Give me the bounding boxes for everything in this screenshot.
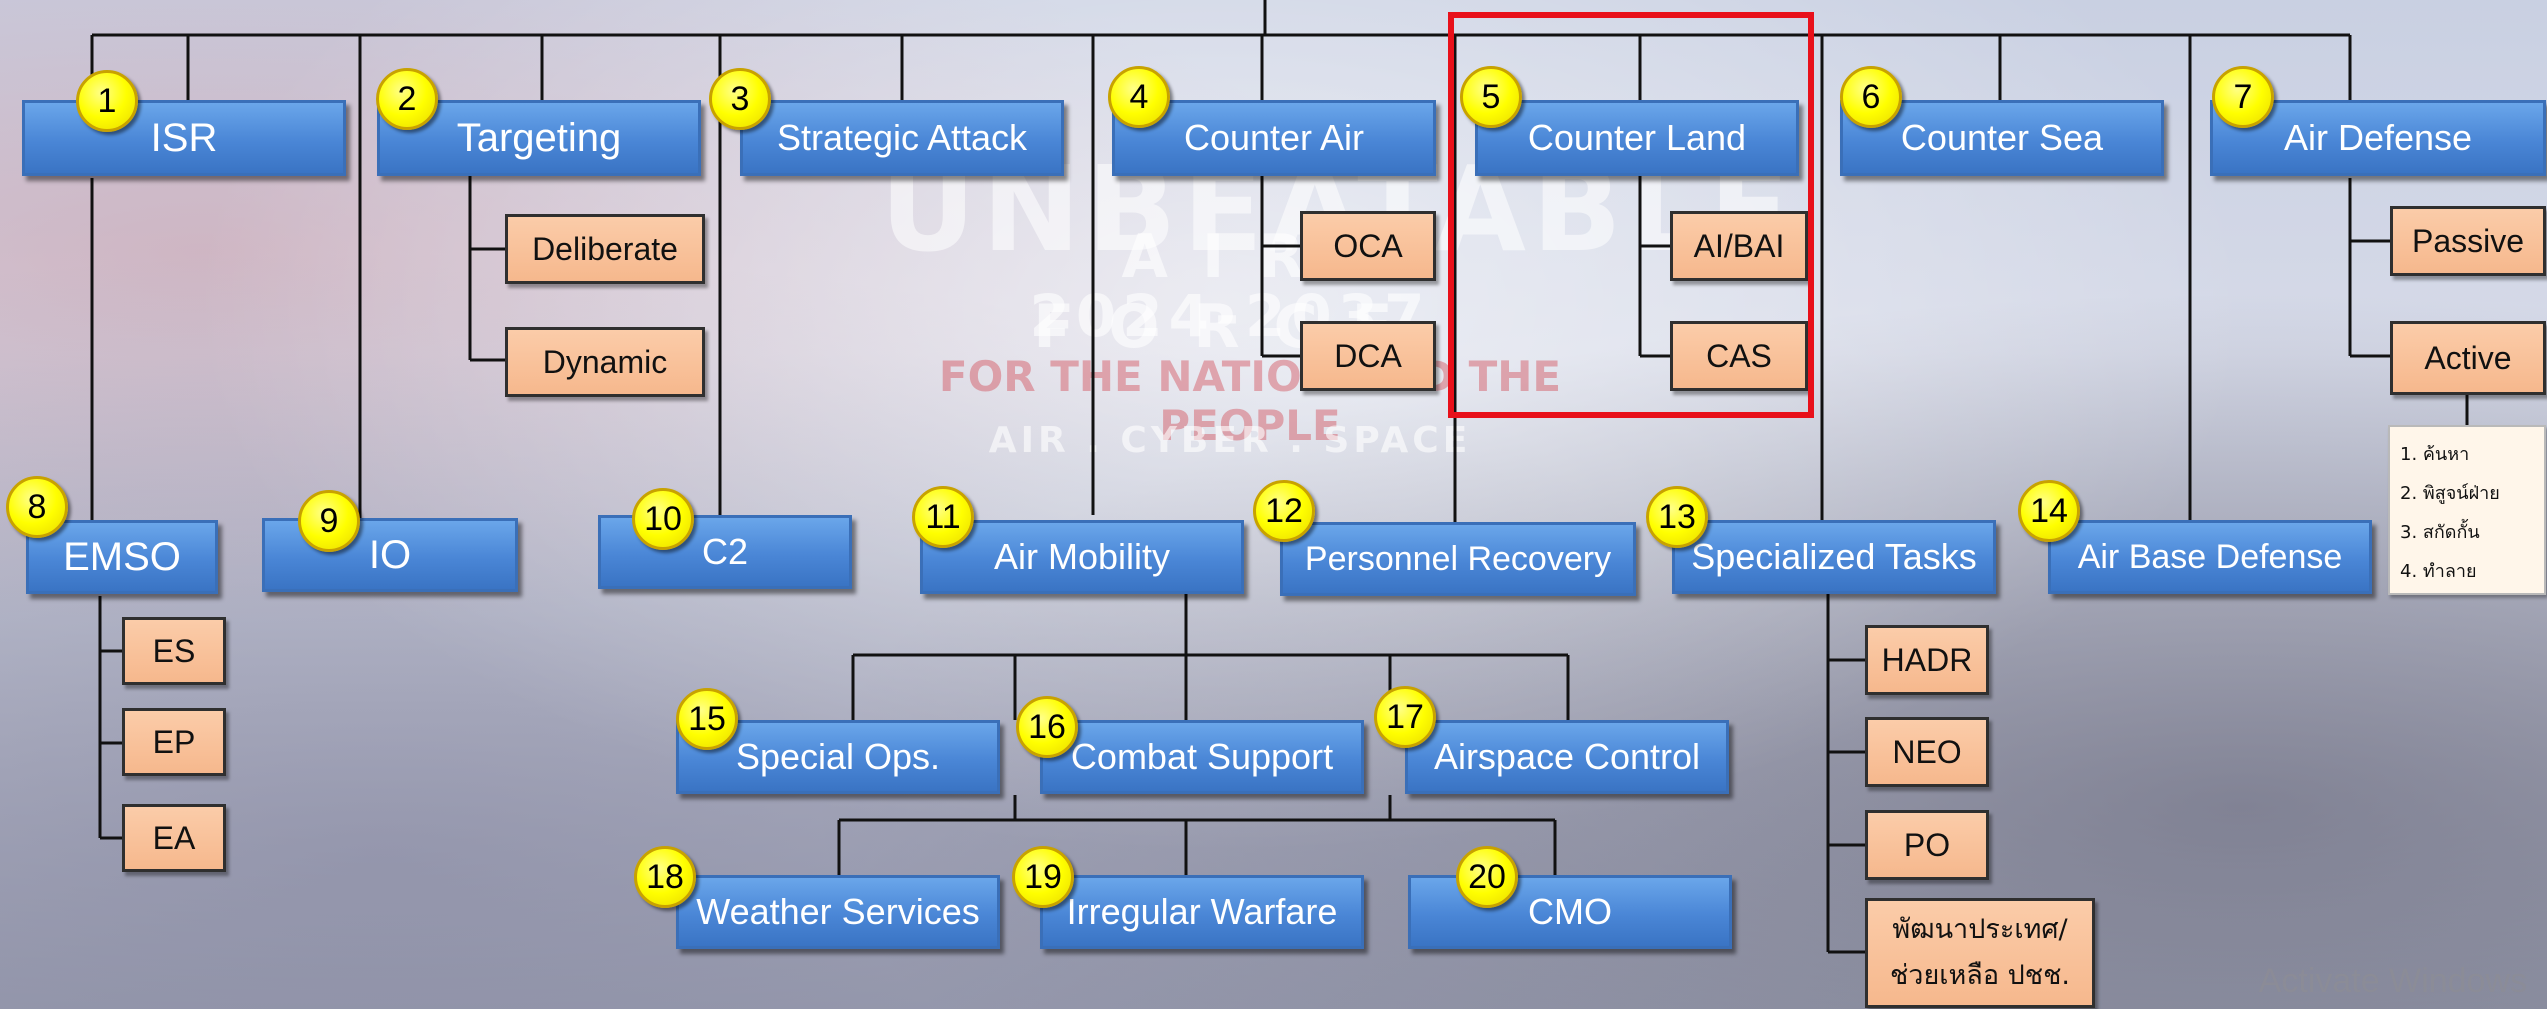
function-label-c2: C2	[701, 531, 749, 572]
sub-box-active: Active	[2390, 321, 2546, 395]
number-badge-20: 20	[1456, 846, 1518, 908]
number-badge-12: 12	[1253, 480, 1315, 542]
function-label-counter-land: Counter Land	[1527, 117, 1747, 158]
sub-box-ep: EP	[122, 708, 226, 776]
number-badge-10: 10	[632, 488, 694, 550]
sub-box-thai-development: พัฒนาประเทศ/ ช่วยเหลือ ปชช.	[1865, 898, 2095, 1008]
function-label-personnel-recovery: Personnel Recovery	[1304, 539, 1612, 578]
number-badge-8: 8	[6, 476, 68, 538]
sub-label-active: Active	[2424, 339, 2512, 376]
active-step-2: 2. พิสูจน์ฝ่าย	[2400, 483, 2500, 504]
activate-windows-overlay: Activate Windows	[2258, 962, 2527, 1000]
function-box-air-mobility: Air Mobility	[920, 520, 1244, 594]
counter-land-highlight	[1448, 12, 1814, 418]
number-badge-17: 17	[1374, 686, 1436, 748]
sub-label-ea: EA	[152, 819, 196, 856]
function-box-strategic-attack: Strategic Attack	[740, 100, 1064, 176]
active-step-1: 1. ค้นหา	[2400, 444, 2470, 465]
sub-box-es: ES	[122, 617, 226, 685]
sub-label-dca: DCA	[1334, 337, 1402, 374]
number-badge-19: 19	[1012, 846, 1074, 908]
function-box-airspace-control: Airspace Control	[1405, 720, 1729, 794]
function-label-targeting: Targeting	[456, 115, 622, 160]
active-step-3: 3. สกัดกั้น	[2400, 522, 2480, 543]
function-label-io: IO	[368, 532, 412, 577]
sub-label-thai-line-2: ช่วยเหลือ ปชช.	[1889, 960, 2071, 991]
function-box-emso: EMSO	[26, 520, 218, 594]
function-label-weather-services: Weather Services	[696, 891, 980, 932]
sub-box-deliberate: Deliberate	[505, 214, 705, 284]
sub-label-po: PO	[1903, 826, 1951, 863]
function-box-specialized-tasks: Specialized Tasks	[1672, 520, 1996, 594]
function-box-counter-air: Counter Air	[1112, 100, 1436, 176]
sub-box-passive: Passive	[2390, 206, 2546, 276]
sub-label-neo: NEO	[1892, 733, 1962, 770]
sub-label-ai-bai: AI/BAI	[1693, 227, 1785, 264]
sub-label-es: ES	[152, 632, 196, 669]
number-badge-18: 18	[634, 846, 696, 908]
function-box-irregular-warfare: Irregular Warfare	[1040, 875, 1364, 949]
function-label-specialized-tasks: Specialized Tasks	[1691, 536, 1977, 577]
sub-box-dynamic: Dynamic	[505, 327, 705, 397]
sub-label-dynamic: Dynamic	[542, 343, 668, 380]
number-badge-16: 16	[1016, 696, 1078, 758]
function-label-strategic-attack: Strategic Attack	[776, 117, 1028, 158]
number-badge-11: 11	[912, 486, 974, 548]
number-badge-4: 4	[1108, 66, 1170, 128]
function-label-isr: ISR	[150, 115, 218, 160]
number-badge-13: 13	[1646, 486, 1708, 548]
function-label-combat-support: Combat Support	[1070, 736, 1334, 777]
function-box-combat-support: Combat Support	[1040, 720, 1364, 794]
sub-label-passive: Passive	[2411, 222, 2525, 259]
number-badge-5: 5	[1460, 66, 1522, 128]
function-box-personnel-recovery: Personnel Recovery	[1280, 522, 1636, 596]
sub-box-ai-bai: AI/BAI	[1670, 211, 1808, 281]
function-label-irregular-warfare: Irregular Warfare	[1066, 891, 1338, 932]
number-badge-9: 9	[298, 490, 360, 552]
number-badge-14: 14	[2018, 480, 2080, 542]
function-label-air-base-defense: Air Base Defense	[2077, 537, 2343, 576]
function-label-counter-air: Counter Air	[1183, 117, 1365, 158]
sub-label-cas: CAS	[1706, 337, 1772, 374]
sub-box-oca: OCA	[1300, 211, 1436, 281]
sub-box-ea: EA	[122, 804, 226, 872]
function-label-cmo: CMO	[1528, 891, 1612, 932]
number-badge-15: 15	[676, 688, 738, 750]
number-badge-1: 1	[76, 70, 138, 132]
function-label-emso: EMSO	[63, 534, 181, 579]
function-label-air-defense: Air Defense	[2283, 117, 2473, 158]
function-label-special-ops: Special Ops.	[735, 736, 941, 777]
number-badge-2: 2	[376, 68, 438, 130]
number-badge-6: 6	[1840, 66, 1902, 128]
sub-box-hadr: HADR	[1865, 625, 1989, 695]
sub-box-cas: CAS	[1670, 321, 1808, 391]
sub-label-deliberate: Deliberate	[532, 230, 678, 267]
active-steps-note: 1. ค้นหา 2. พิสูจน์ฝ่าย 3. สกัดกั้น 4. ท…	[2388, 425, 2546, 595]
number-badge-3: 3	[709, 68, 771, 130]
sub-label-oca: OCA	[1333, 227, 1403, 264]
sub-label-hadr: HADR	[1881, 641, 1973, 678]
function-label-air-mobility: Air Mobility	[993, 536, 1171, 577]
number-badge-7: 7	[2212, 66, 2274, 128]
sub-label-ep: EP	[152, 723, 196, 760]
function-label-airspace-control: Airspace Control	[1433, 736, 1701, 777]
sub-label-thai-line-1: พัฒนาประเทศ/	[1892, 914, 2068, 945]
sub-box-neo: NEO	[1865, 717, 1989, 787]
function-box-counter-land: Counter Land	[1475, 100, 1799, 176]
function-box-isr: ISR	[22, 100, 346, 176]
sub-box-dca: DCA	[1300, 321, 1436, 391]
active-step-4: 4. ทำลาย	[2400, 561, 2477, 582]
function-box-air-base-defense: Air Base Defense	[2048, 520, 2372, 594]
function-label-counter-sea: Counter Sea	[1900, 117, 2104, 158]
function-box-weather-services: Weather Services	[676, 875, 1000, 949]
sub-box-po: PO	[1865, 810, 1989, 880]
